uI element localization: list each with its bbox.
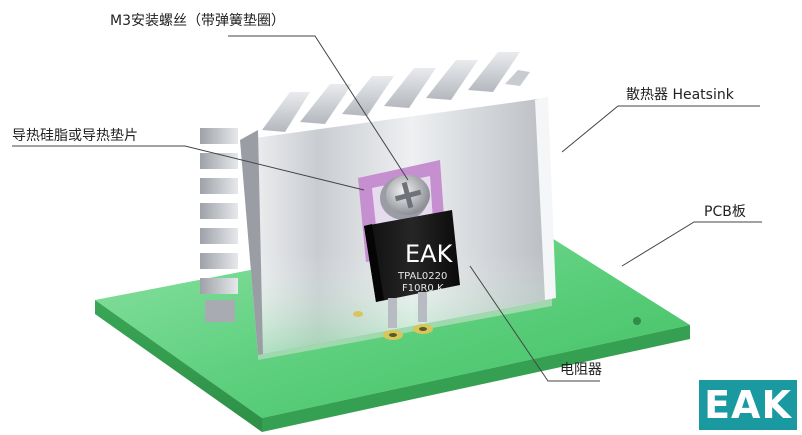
- label-thermal-pad: 导热硅脂或导热垫片: [12, 128, 138, 144]
- leader-lines: [12, 35, 762, 382]
- m3-screw: [380, 175, 430, 220]
- leader-line-thermal-pad: [12, 145, 365, 191]
- label-resistor: 电阻器: [560, 362, 602, 378]
- leader-line-pcb: [621, 221, 762, 267]
- leader-line-screw: [228, 35, 409, 181]
- resistor-lead: [388, 298, 397, 328]
- label-pcb: PCB板: [704, 204, 746, 220]
- label-heatsink: 散热器 Heatsink: [626, 87, 734, 103]
- resistor-value-text: F10R0 K: [402, 283, 444, 294]
- mounting-hole: [633, 317, 641, 325]
- leader-line-resistor: [469, 265, 600, 382]
- heatsink-top-fins: [262, 52, 530, 132]
- eak-logo: EAK: [699, 380, 797, 430]
- resistor-lead: [418, 292, 427, 322]
- resistor-body: [353, 210, 460, 340]
- label-screw: M3安装螺丝（带弹簧垫圈）: [110, 13, 285, 29]
- leader-line-heatsink: [561, 105, 760, 153]
- resistor-model-text: TPAL0220: [397, 271, 447, 282]
- resistor-brand-text: EAK: [405, 240, 454, 268]
- heatsink-side-fins: [200, 128, 238, 322]
